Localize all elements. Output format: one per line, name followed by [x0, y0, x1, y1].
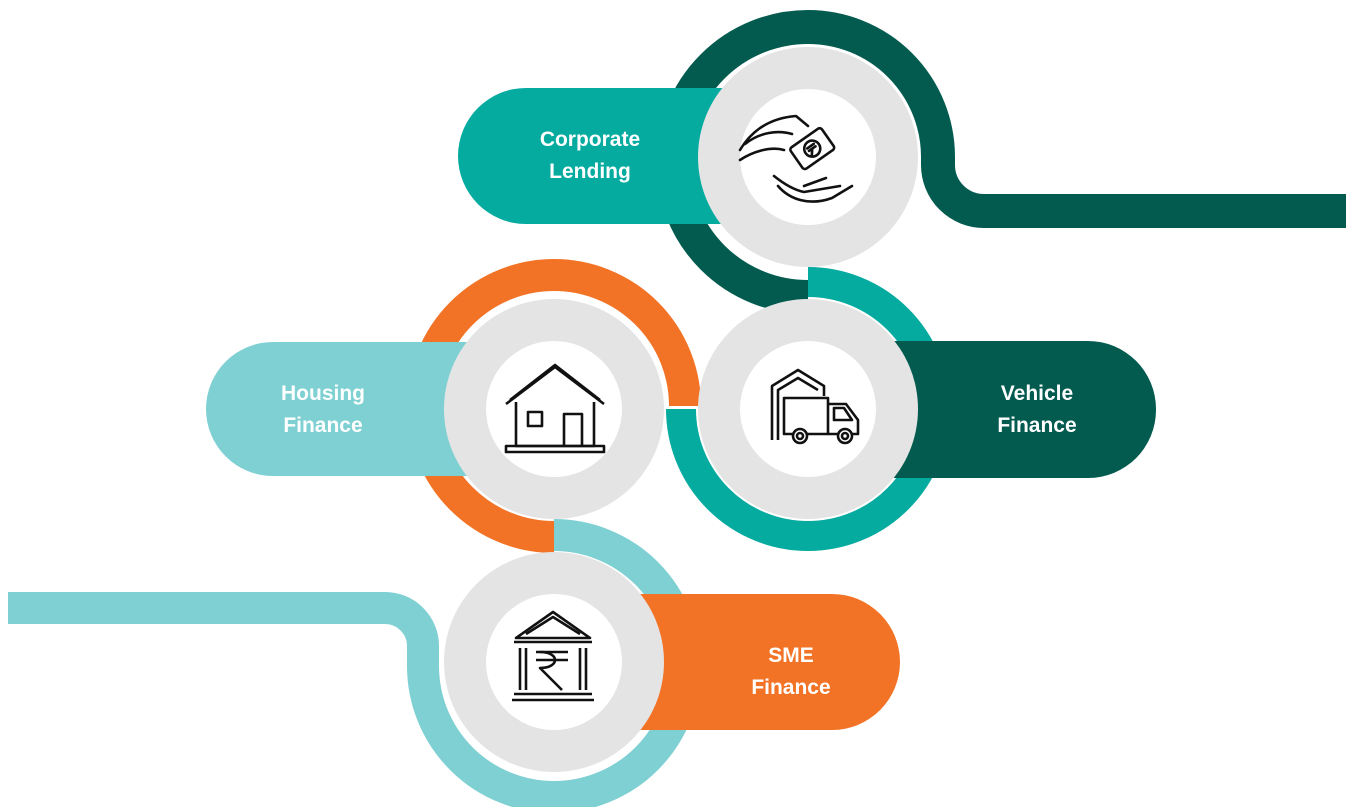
vehicle-label-line1: Vehicle — [1000, 382, 1074, 405]
sme-label-line2: Finance — [751, 676, 831, 699]
corporate-track — [656, 9, 1346, 314]
corporate-label: Corporate Lending — [500, 124, 680, 188]
housing-label-line2: Finance — [283, 414, 363, 437]
vehicle-label: Vehicle Finance — [952, 378, 1122, 442]
rupee-bank-icon — [512, 610, 594, 702]
housing-label-line1: Housing — [281, 382, 365, 405]
corporate-label-line1: Corporate — [539, 128, 641, 151]
corporate-label-line2: Lending — [549, 160, 631, 183]
housing-track — [407, 258, 701, 553]
truck-warehouse-icon — [770, 368, 860, 445]
vehicle-label-line2: Finance — [997, 414, 1077, 437]
sme-label-line1: SME — [768, 644, 814, 667]
hand-money-icon — [738, 114, 854, 203]
house-icon — [504, 363, 606, 454]
sme-label: SME Finance — [706, 640, 876, 704]
vehicle-ring — [698, 299, 918, 519]
housing-label: Housing Finance — [238, 378, 408, 442]
housing-ring — [444, 299, 664, 519]
corporate-ring — [698, 47, 918, 267]
